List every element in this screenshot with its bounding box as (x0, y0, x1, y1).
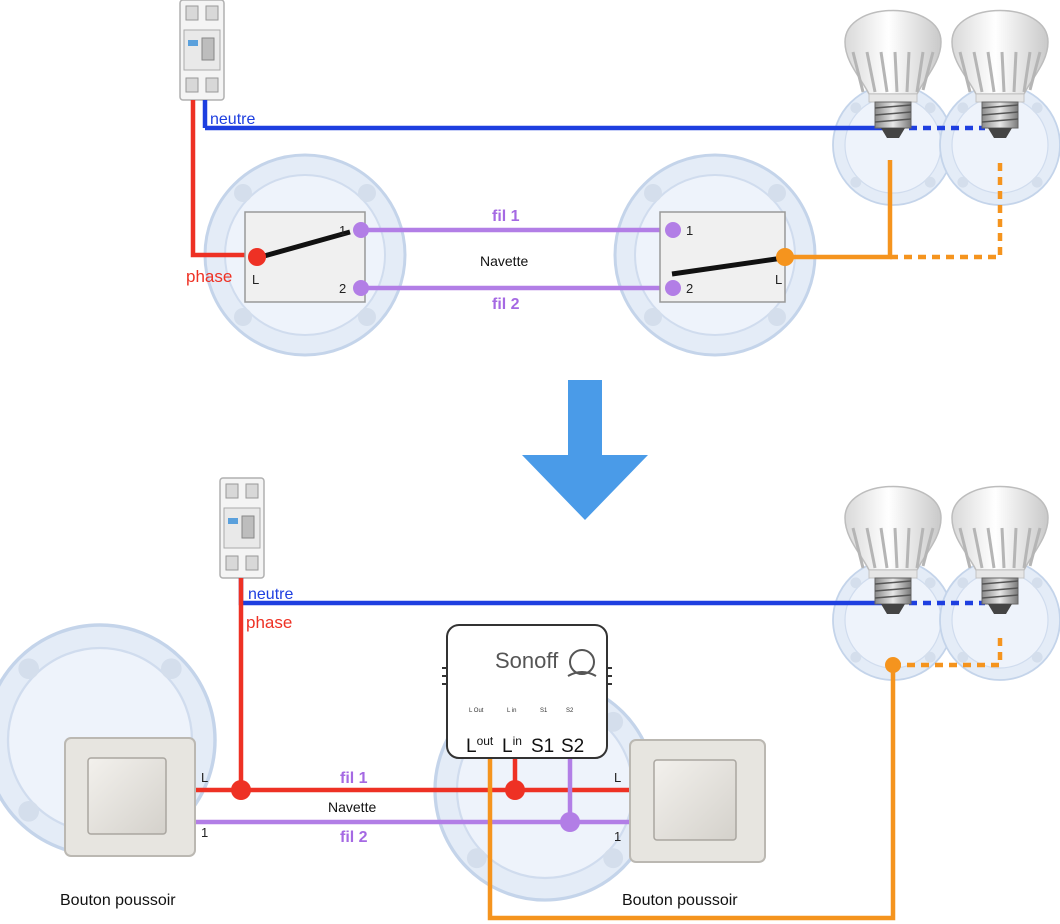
left-switch-terminal-1 (353, 222, 369, 238)
sonoff-terminal-s2: S2 (561, 736, 584, 757)
right-switch-terminal-2 (665, 280, 681, 296)
down-arrow-icon (522, 380, 648, 520)
neutral-wire-bottom (238, 578, 885, 606)
right-push-button (629, 739, 766, 863)
fil2-label: fil 2 (492, 296, 520, 313)
sonoff-small-label-lout: L Out (469, 708, 484, 714)
right-switch-label-l: L (775, 272, 782, 287)
right-switch-terminal-1 (665, 222, 681, 238)
lamp-junction-dot (885, 657, 901, 673)
sonoff-small-label-lin: L in (507, 708, 516, 714)
left-switch-label-l: L (252, 272, 259, 287)
circuit-breaker-icon (179, 0, 225, 101)
fil1-label-bottom: fil 1 (340, 770, 368, 787)
fil1-label: fil 1 (492, 208, 520, 225)
bottom-diagram: Sonoff L Out L in S1 S2 Lout Lin S1 S2 n… (0, 477, 1060, 921)
right-button-label-l: L (614, 770, 621, 785)
left-switch-terminal-l (248, 248, 266, 266)
lin-junction-dot (505, 780, 525, 800)
sonoff-small-label-s2: S2 (566, 708, 574, 714)
navette-label-bottom: Navette (328, 799, 376, 815)
neutral-label: neutre (210, 111, 255, 128)
left-switch-label-2: 2 (339, 281, 346, 296)
left-button-label-l: L (201, 770, 208, 785)
sonoff-brand-logo: Sonoff (495, 648, 559, 673)
lamp-wire-lamp2 (890, 160, 1003, 260)
fil2-label-bottom: fil 2 (340, 829, 368, 846)
sonoff-small-label-s1: S1 (540, 708, 548, 714)
left-push-button (64, 737, 196, 857)
right-switch-label-1: 1 (686, 223, 693, 238)
left-switch-lever (256, 229, 351, 261)
right-switch-label-2: 2 (686, 281, 693, 296)
phase-label-bottom: phase (246, 613, 292, 632)
sonoff-terminal-lout: Lout (466, 734, 494, 757)
sonoff-terminal-s1: S1 (531, 736, 554, 757)
right-button-label-1: 1 (614, 829, 621, 844)
sonoff-module: Sonoff L Out L in S1 S2 Lout Lin S1 S2 (442, 624, 612, 759)
sonoff-terminal-lin: Lin (502, 734, 522, 757)
phase-wire (190, 100, 257, 258)
top-diagram: neutre phase fil 1 fil 2 Navette 1 2 L 1… (179, 0, 1060, 357)
phase-label: phase (186, 267, 232, 286)
right-switch-lever (671, 255, 784, 277)
s1-junction-dot (560, 812, 580, 832)
lamp-wire-lamp2-bottom (893, 635, 1003, 668)
navette-label: Navette (480, 253, 528, 269)
left-button-label-1: 1 (201, 825, 208, 840)
left-switch-terminal-2 (353, 280, 369, 296)
left-button-caption: Bouton poussoir (60, 892, 176, 909)
left-switch-label-1: 1 (339, 223, 346, 238)
neutral-label-bottom: neutre (248, 586, 293, 603)
phase-junction-dot (231, 780, 251, 800)
sonoff-pairing-icon (569, 649, 595, 675)
circuit-breaker-icon-bottom (219, 477, 265, 579)
sonoff-lout-wire (487, 665, 896, 921)
right-button-caption: Bouton poussoir (622, 892, 738, 909)
right-switch-terminal-l (776, 248, 794, 266)
